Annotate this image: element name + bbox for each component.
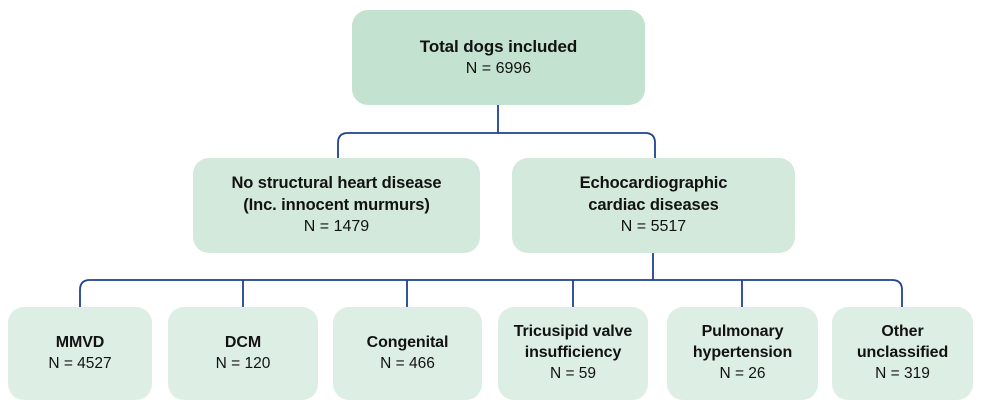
node-tricuspid-valve-insufficiency: Tricusipid valve insufficiency N = 59 <box>498 307 648 400</box>
node-total-dogs: Total dogs included N = 6996 <box>352 10 645 105</box>
connector-level2-rail <box>337 132 656 158</box>
node-title: Congenital <box>366 333 449 351</box>
node-congenital: Congenital N = 466 <box>333 307 482 400</box>
node-count: N = 26 <box>719 365 766 383</box>
node-title: Echocardiographic <box>579 174 728 193</box>
node-subtitle: (Inc. innocent murmurs) <box>243 195 430 214</box>
node-title: Tricusipid valve insufficiency <box>513 323 633 361</box>
node-subtitle: cardiac diseases <box>588 195 719 214</box>
connector-level3-rail <box>79 279 903 307</box>
node-count: N = 6996 <box>465 59 532 77</box>
node-title: Total dogs included <box>419 36 578 56</box>
node-count: N = 59 <box>549 365 597 383</box>
node-count: N = 120 <box>215 355 271 373</box>
node-pulmonary-hypertension: Pulmonary hypertension N = 26 <box>667 307 818 400</box>
node-dcm: DCM N = 120 <box>168 307 318 400</box>
node-title: Other unclassified <box>856 323 949 361</box>
node-other-unclassified: Other unclassified N = 319 <box>832 307 973 400</box>
node-echocardiographic-cardiac-diseases: Echocardiographic cardiac diseases N = 5… <box>512 158 795 253</box>
node-count: N = 319 <box>875 365 930 383</box>
node-count: N = 1479 <box>303 218 370 236</box>
node-count: N = 466 <box>380 355 435 373</box>
node-mmvd: MMVD N = 4527 <box>8 307 152 400</box>
node-count: N = 4527 <box>48 355 112 373</box>
node-title: Pulmonary hypertension <box>692 323 793 361</box>
node-title: MMVD <box>55 333 105 351</box>
node-title: DCM <box>224 333 262 351</box>
node-count: N = 5517 <box>620 218 687 236</box>
node-title: No structural heart disease <box>231 174 442 193</box>
node-no-structural-heart-disease: No structural heart disease (Inc. innoce… <box>193 158 480 253</box>
